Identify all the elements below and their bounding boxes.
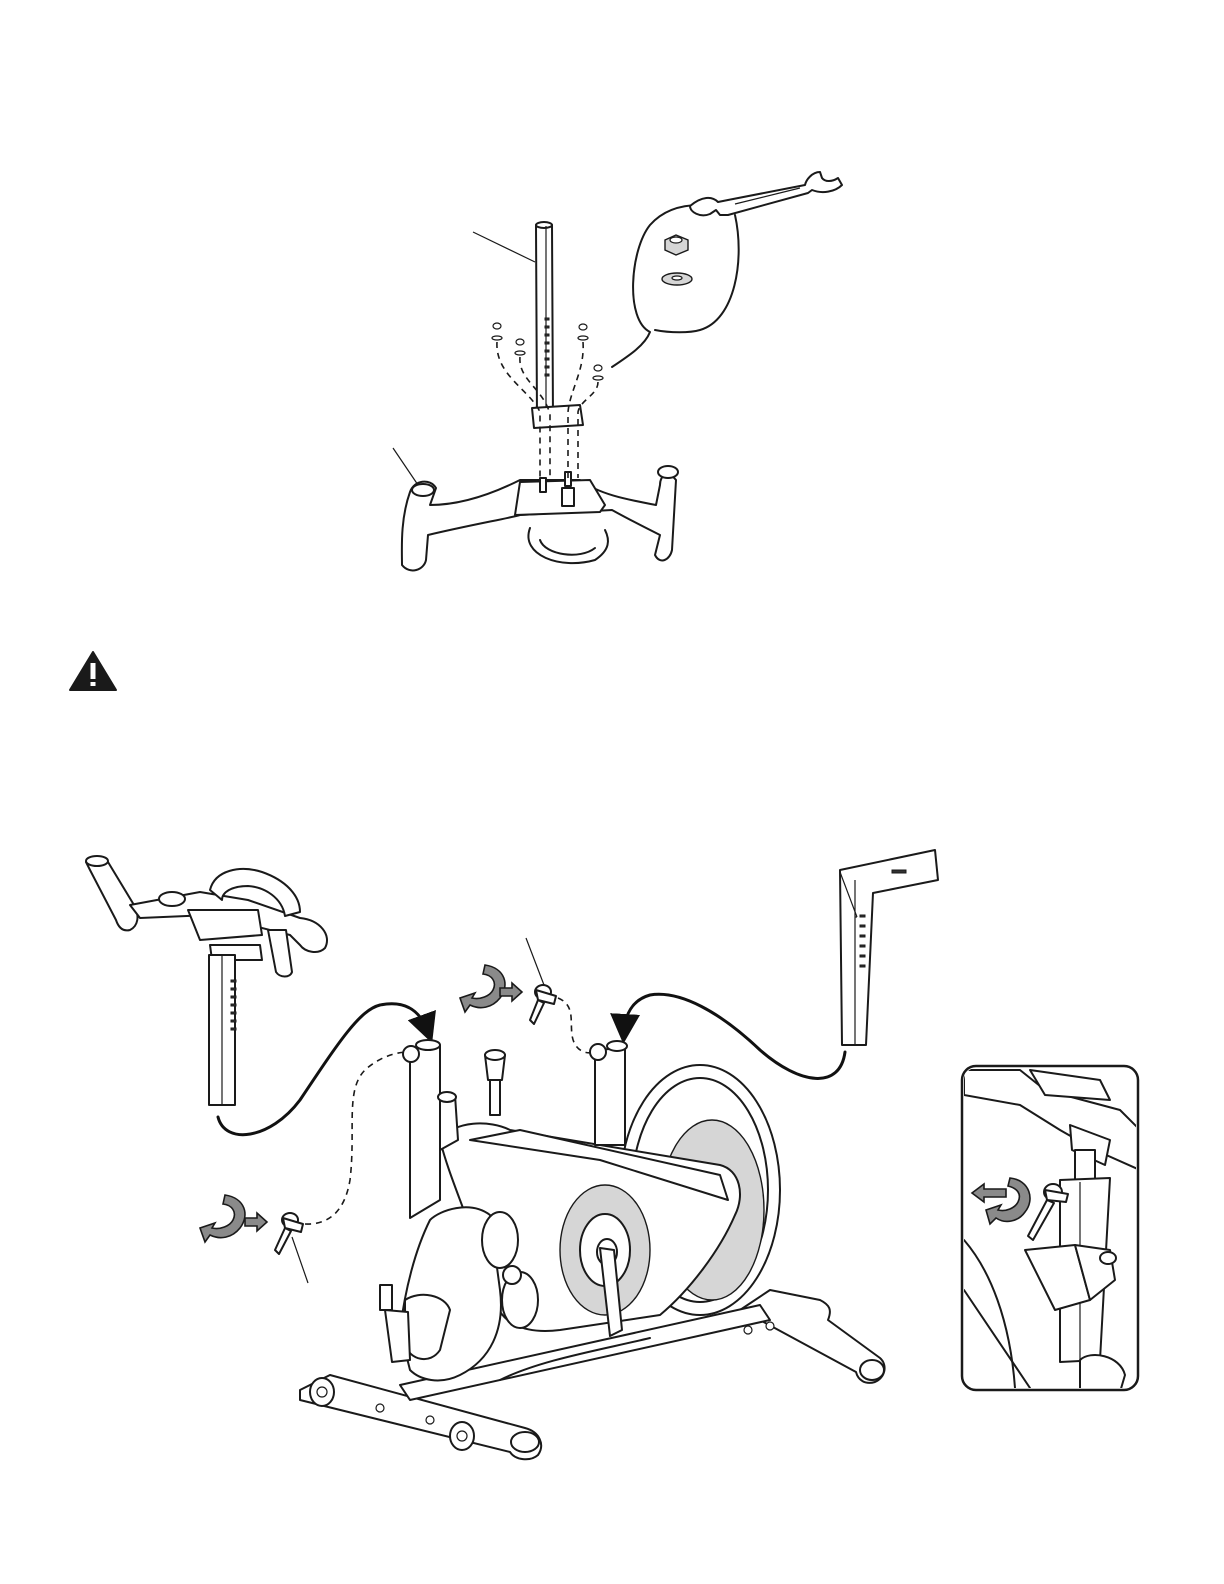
nut-icon: [493, 323, 501, 329]
handlebar-post: [532, 222, 583, 428]
wrench-icon: [690, 172, 842, 215]
inset-detail-figure: [962, 1066, 1140, 1392]
pop-pin-path-bottom: [305, 1052, 408, 1224]
height-scale-ticks: [231, 980, 236, 1030]
rotate-arrow-icon: [460, 965, 505, 1012]
washer-icon: [578, 336, 588, 340]
hardware-detail-callout: [612, 205, 739, 367]
washer-icon: [515, 351, 525, 355]
warning-icon: [70, 652, 116, 690]
nut-icon: [579, 324, 587, 330]
seat-post-assembly: [840, 850, 938, 1045]
pop-pin-path-top: [558, 998, 595, 1053]
handlebar-assembly: [86, 856, 327, 1105]
pop-pin-lever-icon: [530, 985, 556, 1024]
seat-post-insert-arrow: [624, 994, 845, 1078]
post-leader-line: [473, 232, 535, 262]
nut-icon: [594, 365, 602, 371]
bike-frame: [300, 1040, 885, 1459]
nut-icon: [516, 339, 524, 345]
bike-frame-assembly-figure: [86, 850, 938, 1459]
push-arrow-icon: [245, 1213, 267, 1231]
washer-icon: [593, 376, 603, 380]
pop-pin-leader-line-bottom: [292, 1237, 308, 1283]
washer-icon: [492, 336, 502, 340]
base-leader-line: [393, 448, 418, 485]
pop-pin-lever-icon: [275, 1213, 303, 1254]
rotate-arrow-icon: [200, 1195, 245, 1242]
pop-pin-leader-line: [526, 938, 544, 985]
front-stabilizer-base: [402, 466, 678, 570]
handlebar-post-assembly-figure: [393, 172, 842, 570]
handlebar-insert-arrow: [218, 1004, 428, 1135]
